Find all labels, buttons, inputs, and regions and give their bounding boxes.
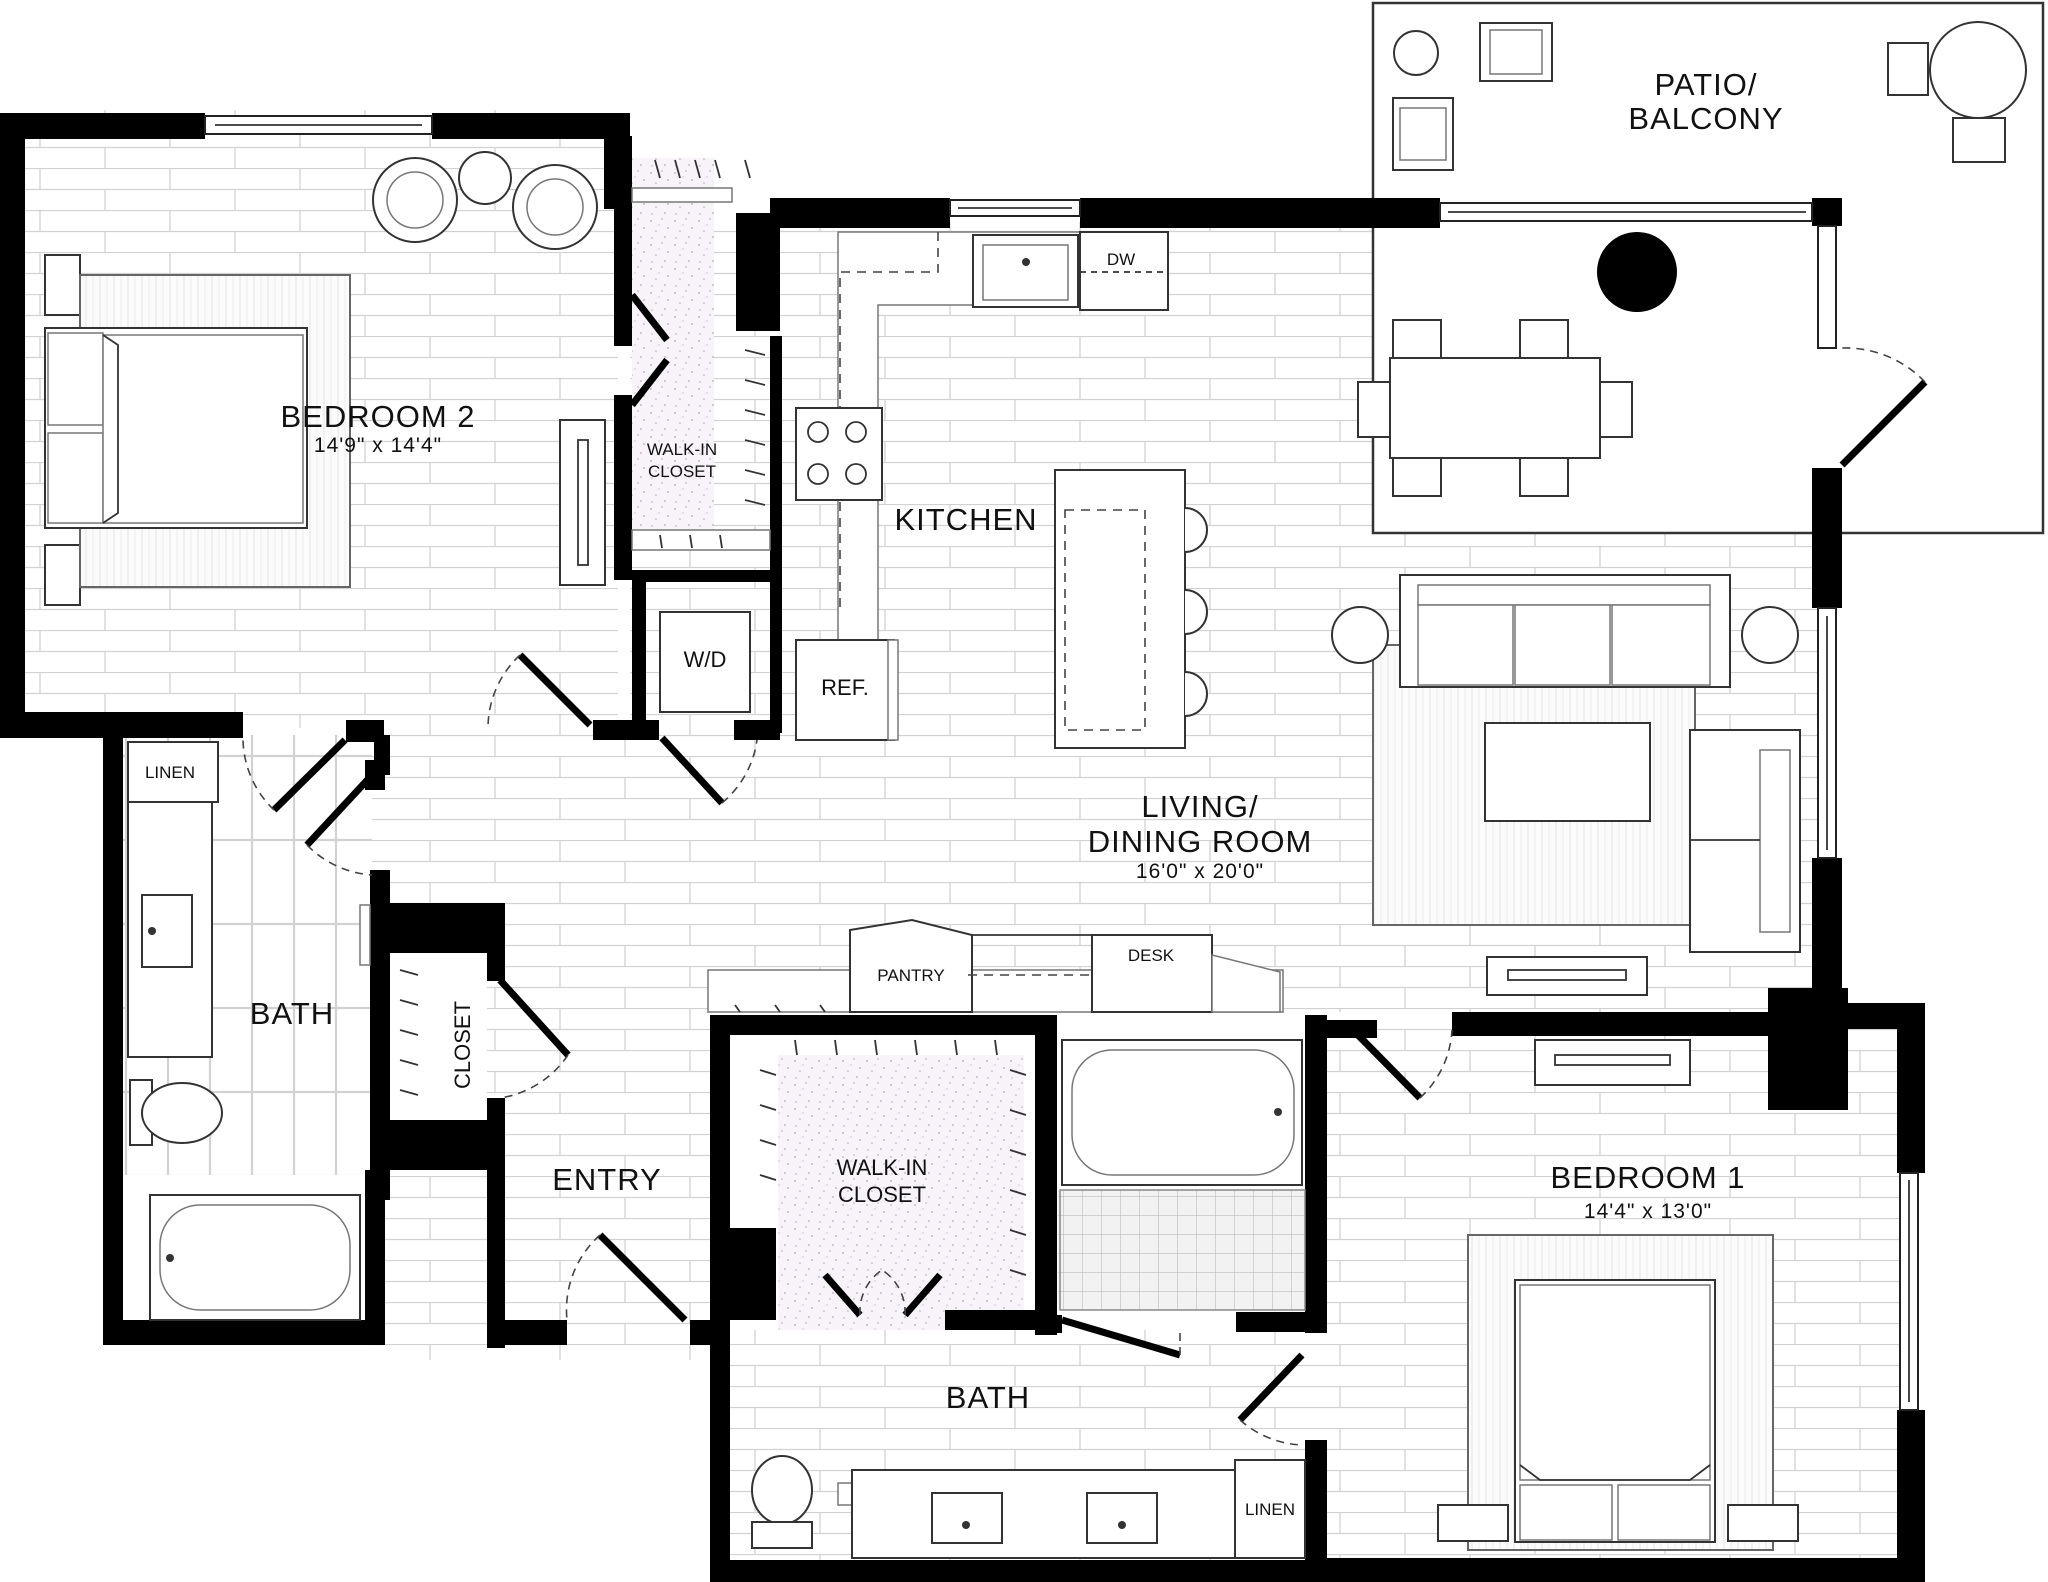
loveseat <box>1689 729 1801 953</box>
nightstand <box>1437 1504 1509 1542</box>
wd-label: W/D <box>684 647 727 672</box>
bath-left: LINEN BATH <box>127 741 371 1321</box>
sofa <box>1399 574 1731 688</box>
windows <box>204 115 1919 1411</box>
double-vanity <box>851 1469 1236 1559</box>
coffee-table <box>1484 722 1651 822</box>
bedroom2-chair-right <box>512 164 598 250</box>
media-console <box>1486 956 1648 996</box>
bar-stools <box>1184 507 1208 717</box>
entry-label: ENTRY <box>552 1162 662 1197</box>
living-area: LIVING/ DINING ROOM 16'0" x 20'0" <box>1088 574 1801 996</box>
living-side-table <box>1331 606 1389 664</box>
nightstand <box>1727 1504 1799 1542</box>
bedroom-1: BEDROOM 1 14'4" x 13'0" <box>1437 1039 1799 1551</box>
living-dims: 16'0" x 20'0" <box>1136 860 1264 883</box>
living-side-table <box>1741 606 1799 664</box>
linen-bottom-label: LINEN <box>1245 1500 1295 1519</box>
washer-dryer: W/D <box>659 611 751 713</box>
shower <box>1059 1189 1306 1311</box>
walkin-mid-label-2: CLOSET <box>838 1182 926 1207</box>
living-label-2: DINING ROOM <box>1088 824 1313 859</box>
dining <box>1357 232 1677 497</box>
bedroom-2: BEDROOM 2 14'9" x 14'4" <box>44 151 606 606</box>
pantry-label: PANTRY <box>877 966 944 985</box>
bath-bottom: LINEN BATH <box>751 1380 1306 1559</box>
vanity-sink <box>931 1492 1003 1544</box>
bedroom1-tv <box>1534 1039 1691 1086</box>
walk-in-closet-mid: WALK-IN CLOSET <box>759 1039 1027 1276</box>
bedroom2-label: BEDROOM 2 <box>280 399 475 434</box>
walkin-top-label-2: CLOSET <box>648 462 716 481</box>
vanity-sink <box>1086 1492 1158 1544</box>
desk-label: DESK <box>1128 946 1175 965</box>
patio-round-table <box>1929 21 2027 119</box>
dining-table <box>1389 357 1601 459</box>
master-tub <box>1061 1039 1303 1186</box>
patio-chair-3 <box>1887 42 1929 96</box>
bath-left-toilet <box>129 1079 223 1146</box>
kitchen: DW REF. KITCHEN <box>795 231 1208 749</box>
bed-bedroom-1 <box>1514 1279 1716 1543</box>
patio-label-2: BALCONY <box>1628 101 1783 136</box>
kitchen-label: KITCHEN <box>894 502 1037 537</box>
patio-chair-4 <box>1952 117 2006 163</box>
dishwasher: DW <box>1079 231 1169 311</box>
desk <box>1091 934 1213 1013</box>
cooktop <box>795 407 883 501</box>
living-label-1: LIVING/ <box>1141 789 1258 824</box>
patio-label-1: PATIO/ <box>1654 67 1757 102</box>
refrigerator: REF. <box>795 639 899 741</box>
walls <box>0 113 1925 1582</box>
bedroom2-side-table <box>458 151 512 205</box>
bedroom1-dims: 14'4" x 13'0" <box>1584 1200 1712 1223</box>
patio-chair-2 <box>1392 97 1454 171</box>
linen-bottom: LINEN <box>1234 1459 1306 1559</box>
patio-chair-1 <box>1479 22 1553 82</box>
doors <box>242 292 1928 1446</box>
plant <box>1597 232 1677 312</box>
bath-bottom-toilet <box>751 1455 813 1549</box>
ref-label: REF. <box>821 675 869 700</box>
bedroom2-dims: 14'9" x 14'4" <box>314 434 442 457</box>
walkin-mid-label-1: WALK-IN <box>837 1155 928 1180</box>
walkin-top-label-1: WALK-IN <box>647 440 717 459</box>
closet: CLOSET <box>390 960 487 1120</box>
kitchen-island <box>1054 469 1186 749</box>
nightstand <box>44 544 81 606</box>
linen-left-label: LINEN <box>145 763 195 782</box>
dining-chairs <box>1357 319 1633 497</box>
patio-balcony: PATIO/ BALCONY <box>1371 1 2045 535</box>
kitchen-sink <box>972 234 1079 308</box>
bedroom2-tv <box>559 419 606 586</box>
bed-bedroom-2 <box>44 327 308 529</box>
bath-left-tub <box>149 1194 361 1321</box>
pantry <box>849 918 973 1013</box>
bath-bottom-label: BATH <box>946 1380 1030 1415</box>
bedroom1-label: BEDROOM 1 <box>1550 1160 1745 1195</box>
bedroom2-chair-left <box>372 157 458 243</box>
patio-side-table <box>1393 30 1439 76</box>
closet-label: CLOSET <box>450 1001 475 1089</box>
walk-in-closet-top: WALK-IN CLOSET <box>631 159 771 551</box>
nightstand <box>44 254 81 316</box>
bath-left-label: BATH <box>250 996 334 1031</box>
dw-label: DW <box>1107 250 1135 269</box>
bath-left-sink <box>141 894 193 968</box>
linen-left: LINEN <box>127 741 219 803</box>
pantry-desk: PANTRY DESK <box>707 918 1284 1013</box>
